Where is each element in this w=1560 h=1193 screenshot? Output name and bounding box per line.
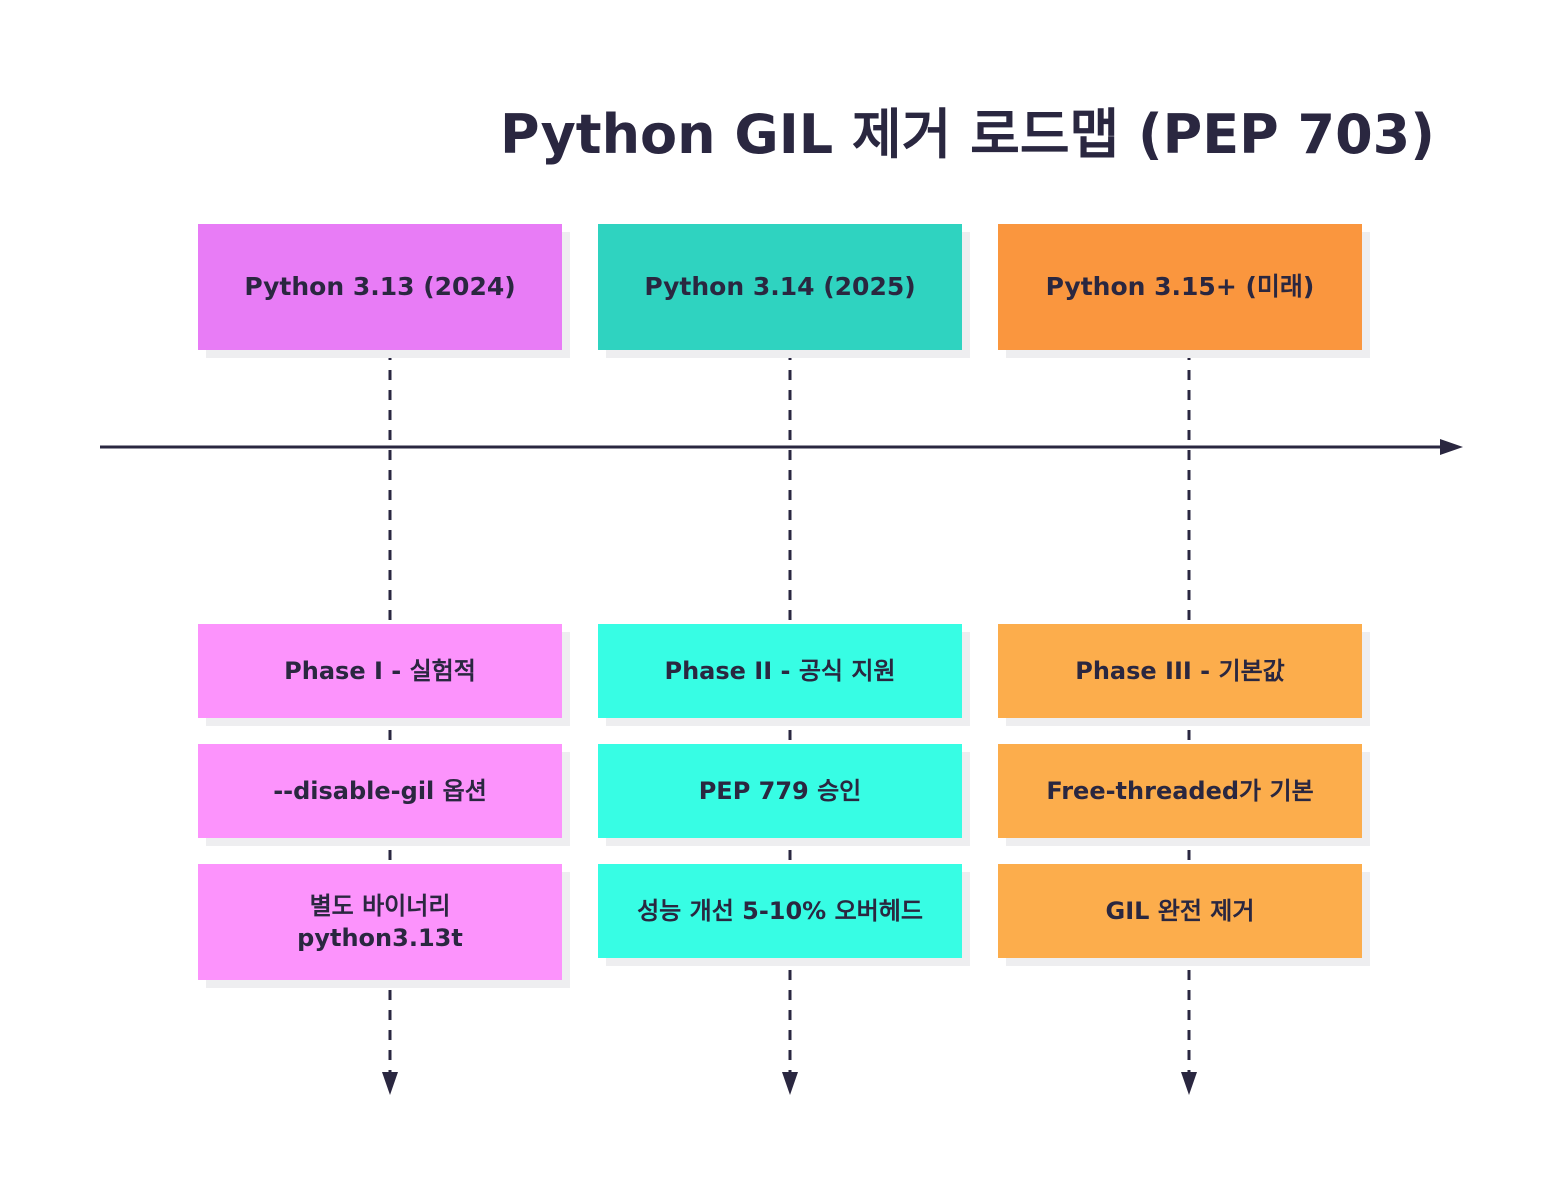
col2-phase: Phase II - 공식 지원 bbox=[598, 624, 962, 718]
col1-item1: --disable-gil 옵션 bbox=[198, 744, 562, 838]
col2-item1: PEP 779 승인 bbox=[598, 744, 962, 838]
col2-item2: 성능 개선 5-10% 오버헤드 bbox=[598, 864, 962, 958]
col3-arrowhead bbox=[1181, 1072, 1197, 1095]
col3-item2: GIL 완전 제거 bbox=[998, 864, 1362, 958]
col1-arrowhead bbox=[382, 1072, 398, 1095]
col3-item1: Free-threaded가 기본 bbox=[998, 744, 1362, 838]
timeline-arrowhead bbox=[1440, 439, 1463, 455]
col3-phase: Phase III - 기본값 bbox=[998, 624, 1362, 718]
page-title: Python GIL 제거 로드맵 (PEP 703) bbox=[500, 103, 1435, 166]
col1-item2: 별도 바이너리 python3.13t bbox=[198, 864, 562, 980]
col1-phase: Phase I - 실험적 bbox=[198, 624, 562, 718]
col2-arrowhead bbox=[782, 1072, 798, 1095]
col1-header: Python 3.13 (2024) bbox=[198, 224, 562, 350]
col2-header: Python 3.14 (2025) bbox=[598, 224, 962, 350]
col3-header: Python 3.15+ (미래) bbox=[998, 224, 1362, 350]
